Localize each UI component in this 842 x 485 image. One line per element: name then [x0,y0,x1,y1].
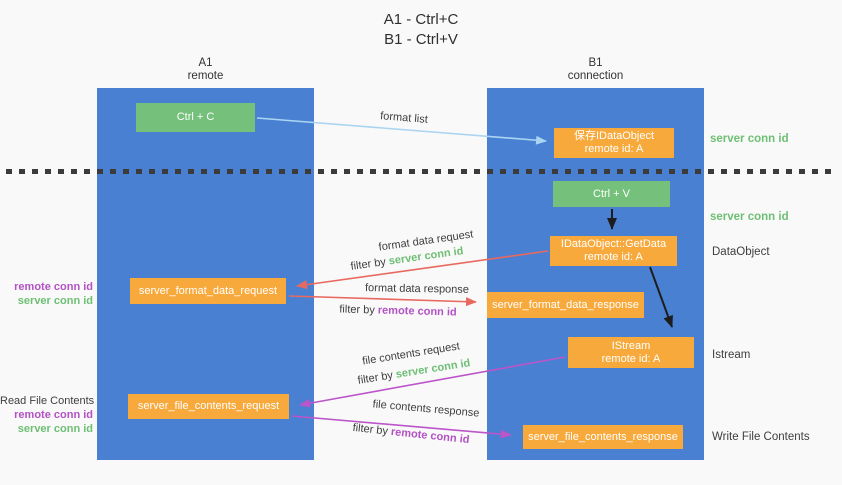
format-list-arrow [256,117,547,145]
save-idataobject-line2: remote id: A [584,143,644,155]
server-file-contents-request-box: server_file_contents_request [128,394,289,419]
lifeline-b1-role: connection [567,70,624,82]
getdata-line2: remote id: A [584,251,643,263]
server-format-data-response-box: server_format_data_response [487,292,644,318]
server-conn-id-annotation-left-2: server conn id [17,423,93,435]
ctrl-c-box: Ctrl + C [136,103,255,132]
ctrl-v-box: Ctrl + V [553,181,670,207]
remote-conn-id-text: remote conn id [377,304,457,319]
write-file-contents-annotation: Write File Contents [712,431,810,443]
istream-annotation: Istream [712,349,751,361]
ctrl-v-label: Ctrl + V [593,187,630,200]
server-file-contents-response-box: server_file_contents_response [523,425,683,449]
server-format-data-request-box: server_format_data_request [130,278,286,304]
server-conn-id-annotation-left-1: server conn id [17,295,93,307]
file-request-conn-ids: Read File Contents remote conn id server… [0,394,95,436]
remote-conn-id-annotation-left-1: remote conn id [14,281,93,293]
server-format-data-request-label: server_format_data_request [138,284,278,297]
dataobject-annotation: DataObject [712,246,770,258]
read-file-contents-annotation: Read File Contents [0,395,95,407]
server-file-contents-response-label: server_file_contents_response [528,430,678,443]
file-contents-response-arrow [291,415,512,439]
format-request-conn-ids: remote conn id server conn id [0,280,93,308]
istream-box: IStream remote id: A [568,337,694,368]
save-idataobject-box: 保存IDataObject remote id: A [554,128,674,158]
server-conn-id-annotation-mid: server conn id [710,211,789,223]
phase-separator-line [6,169,836,174]
lifeline-header-b1: B1 connection [487,57,704,83]
remote-conn-id-annotation-left-2: remote conn id [14,409,93,421]
diagram-title: A1 - Ctrl+C B1 - Ctrl+V [0,10,842,50]
lifeline-b1-name: B1 [588,57,603,69]
getdata-line1: IDataObject::GetData [560,238,667,250]
format-data-request-arrow [296,250,549,290]
save-idataobject-line1: 保存IDataObject [573,130,655,142]
server-conn-id-annotation-top: server conn id [710,133,789,145]
lifeline-header-a1: A1 remote [97,57,314,83]
file-contents-request-arrow [299,356,566,408]
server-file-contents-request-label: server_file_contents_request [137,400,280,412]
lifeline-a1-name: A1 [198,57,213,69]
istream-line2: remote id: A [601,352,661,365]
server-format-data-response-label: server_format_data_response [492,298,639,311]
format-data-response-arrow [288,295,477,307]
idataobject-getdata-box: IDataObject::GetData remote id: A [550,236,677,266]
filter-by-text: filter by [339,303,375,317]
title-line-a1: A1 - Ctrl+C [383,11,459,28]
title-line-b1: B1 - Ctrl+V [384,31,458,48]
lifeline-a1-role: remote [187,70,224,82]
ctrl-c-label: Ctrl + C [176,111,215,123]
format-data-response-label: format data response [364,282,470,296]
istream-line1: IStream [611,339,651,352]
getdata-to-istream-arrow [649,266,673,328]
